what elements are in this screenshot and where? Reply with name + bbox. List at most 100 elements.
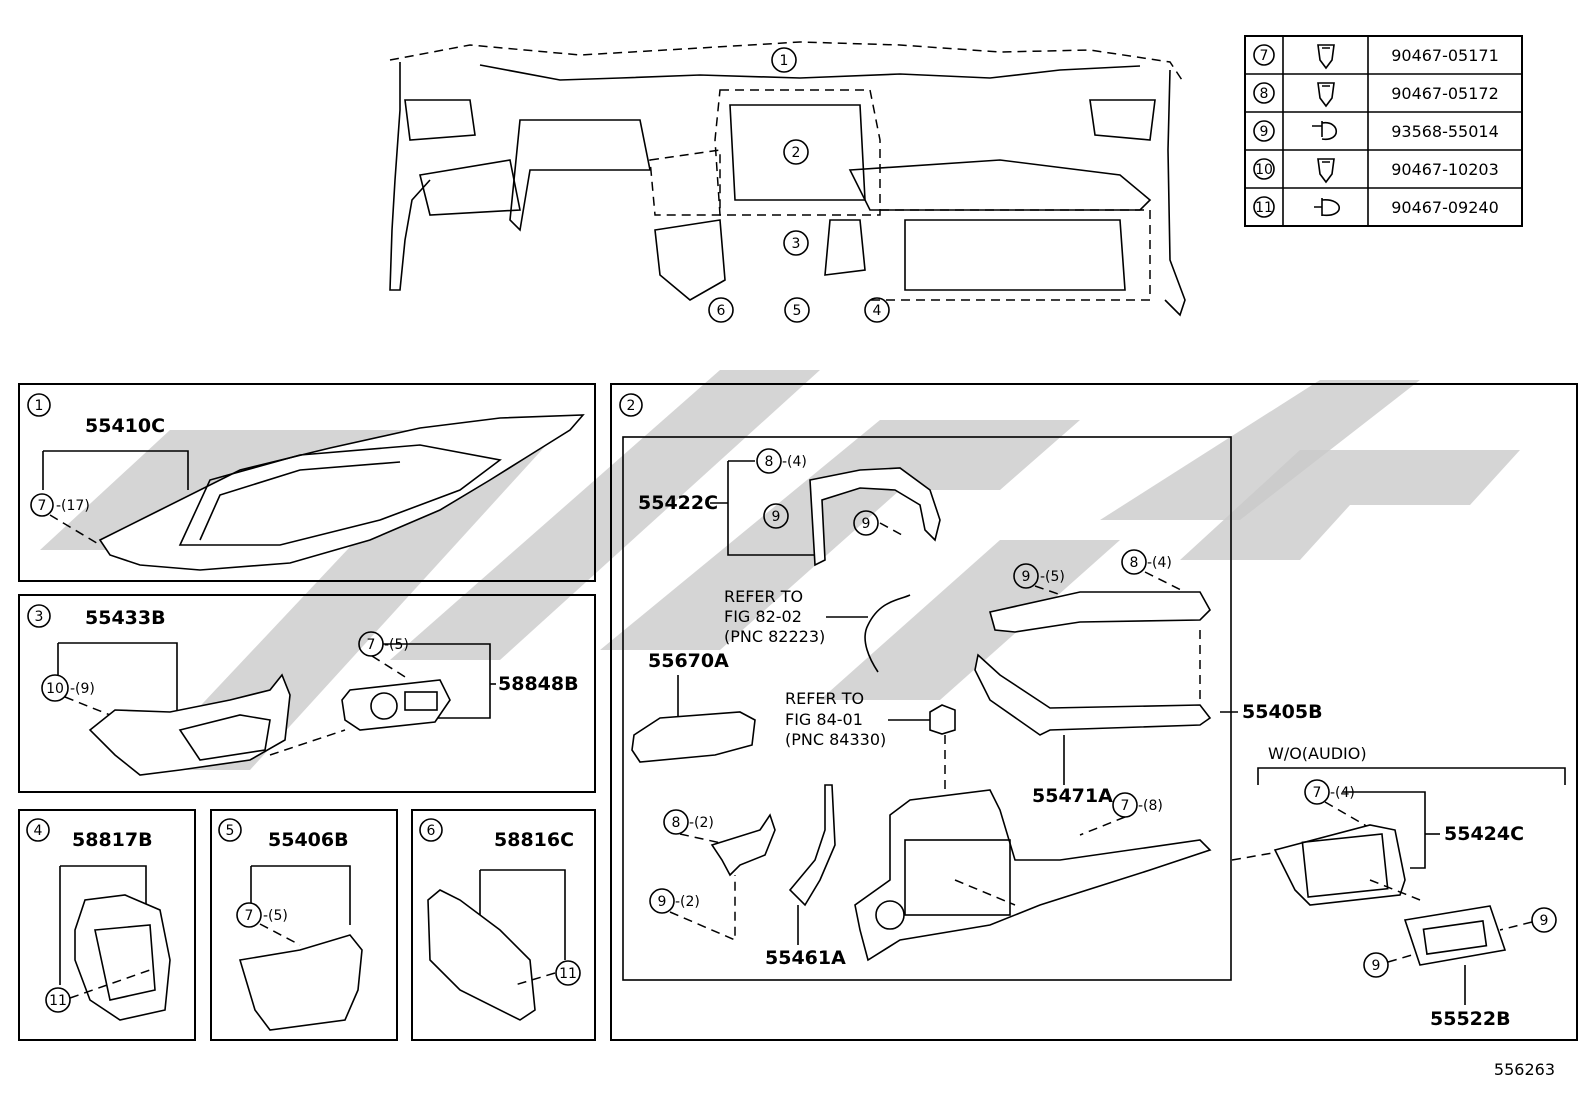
top-callout-3: 3 [792, 236, 801, 252]
clip-qty: -(5) [384, 637, 409, 653]
screw-icon [1314, 198, 1340, 217]
svg-text:9: 9 [1260, 124, 1269, 140]
panel-number: 6 [427, 823, 436, 839]
svg-text:8: 8 [1260, 86, 1269, 102]
clip-qty: -(5) [263, 908, 288, 924]
clip-callout: 9 [772, 509, 781, 525]
svg-text:11: 11 [1255, 200, 1273, 216]
clip-callout: 9 [1372, 958, 1381, 974]
wo-audio-label: W/O(AUDIO) [1268, 744, 1367, 763]
upper-trim-strip-part [989, 591, 1211, 633]
clip-qty: -(4) [782, 454, 807, 470]
part-label: 55670A [648, 650, 729, 672]
panel-number: 2 [627, 398, 636, 414]
panel-1: 1 55410C 7 -(17) [18, 383, 596, 582]
side-trim-part [427, 889, 536, 1021]
part-label: 55471A [1032, 785, 1113, 807]
bracket-part [809, 467, 941, 567]
top-callouts: 1 2 3 6 5 4 [708, 47, 890, 323]
small-bracket-part [710, 813, 776, 877]
clip-callout: 11 [49, 993, 67, 1009]
top-callout-5: 5 [793, 303, 802, 319]
clip-callout: 8 [1130, 555, 1139, 571]
table-row: 10 90467-10203 [1253, 158, 1499, 184]
part-label: 55410C [85, 415, 165, 437]
top-callout-4: 4 [873, 303, 882, 319]
part-label: 55522B [1430, 1008, 1511, 1030]
top-callout-6: 6 [717, 303, 726, 319]
clip-qty: -(2) [675, 894, 700, 910]
svg-text:7: 7 [1260, 48, 1269, 64]
panel-5: 5 55406B 7 -(5) [210, 809, 398, 1041]
clip-qty: -(17) [56, 498, 90, 514]
refer-text: FIG 84-01 [785, 710, 863, 729]
clip-callout: 9 [1022, 569, 1031, 585]
figure-number: 556263 [1494, 1060, 1555, 1079]
clip-callout: 8 [765, 454, 774, 470]
refer-text: FIG 82-02 [724, 607, 802, 626]
switch-part [929, 704, 956, 735]
air-vent-part [631, 711, 756, 763]
switch-bezel-part [341, 679, 451, 731]
center-cluster-panel-part [854, 789, 1212, 962]
top-callout-2: 2 [792, 145, 801, 161]
fastener-table: 7 90467-05171 8 90467-05172 9 93568-5501… [1244, 35, 1523, 227]
part-number: 93568-55014 [1391, 122, 1499, 141]
lower-trim-strip-part [974, 653, 1212, 736]
clip-icon [1317, 44, 1335, 70]
refer-text: REFER TO [724, 587, 803, 606]
top-callout-1: 1 [780, 53, 789, 69]
panel-3: 3 55433B 10 -(9) 7 -(5) 58848B [18, 594, 596, 793]
part-label: 58817B [72, 829, 153, 851]
clip-callout: 9 [1540, 913, 1549, 929]
table-row: 11 90467-09240 [1253, 196, 1499, 218]
part-label: 55422C [638, 492, 718, 514]
screw-icon [1312, 121, 1338, 140]
clip-qty: -(8) [1138, 798, 1163, 814]
panel-number: 3 [35, 609, 44, 625]
clip-callout: 7 [1121, 798, 1130, 814]
clip-icon [1317, 82, 1335, 108]
clip-qty: -(9) [70, 681, 95, 697]
clip-callout: 9 [658, 894, 667, 910]
part-number: 90467-05172 [1391, 84, 1499, 103]
refer-text: (PNC 84330) [785, 730, 886, 749]
refer-text: (PNC 82223) [724, 627, 825, 646]
table-row: 8 90467-05172 [1253, 82, 1499, 108]
panel-number: 4 [34, 823, 43, 839]
table-row: 9 93568-55014 [1253, 120, 1499, 142]
panel-4: 4 58817B 11 [18, 809, 196, 1041]
part-number: 90467-10203 [1391, 160, 1499, 179]
panel-6: 6 58816C 11 [411, 809, 596, 1041]
table-row: 7 90467-05171 [1253, 44, 1499, 70]
part-label: 55406B [268, 829, 349, 851]
part-label: 58848B [498, 673, 579, 695]
panel-number: 1 [35, 398, 44, 414]
instrument-panel-assembly [389, 41, 1186, 317]
part-label: 55424C [1444, 823, 1524, 845]
clip-icon [1317, 158, 1335, 184]
part-number: 90467-05171 [1391, 46, 1499, 65]
side-bracket-part [74, 894, 171, 1021]
watermark [40, 370, 1520, 770]
clip-callout: 7 [1313, 785, 1322, 801]
clip-callout: 10 [46, 681, 64, 697]
lower-cover-part [238, 934, 363, 1031]
wire-harness-part [864, 594, 911, 673]
svg-text:10: 10 [1255, 162, 1273, 178]
clip-qty: -(2) [689, 815, 714, 831]
clip-callout: 7 [38, 498, 47, 514]
part-label: 58816C [494, 829, 574, 851]
clip-qty: -(4) [1147, 555, 1172, 571]
clip-callout: 7 [245, 908, 254, 924]
panel-2: 2 55422C 8 -(4) 9 9 REFER TO FIG 82-02 (… [610, 383, 1578, 1041]
side-garnish-part [788, 784, 836, 907]
clip-callout: 8 [672, 815, 681, 831]
refer-text: REFER TO [785, 689, 864, 708]
clip-callout: 11 [559, 966, 577, 982]
clip-callout: 9 [862, 516, 871, 532]
part-label: 55433B [85, 607, 166, 629]
clip-qty: -(4) [1330, 785, 1355, 801]
part-label: 55405B [1242, 701, 1323, 723]
